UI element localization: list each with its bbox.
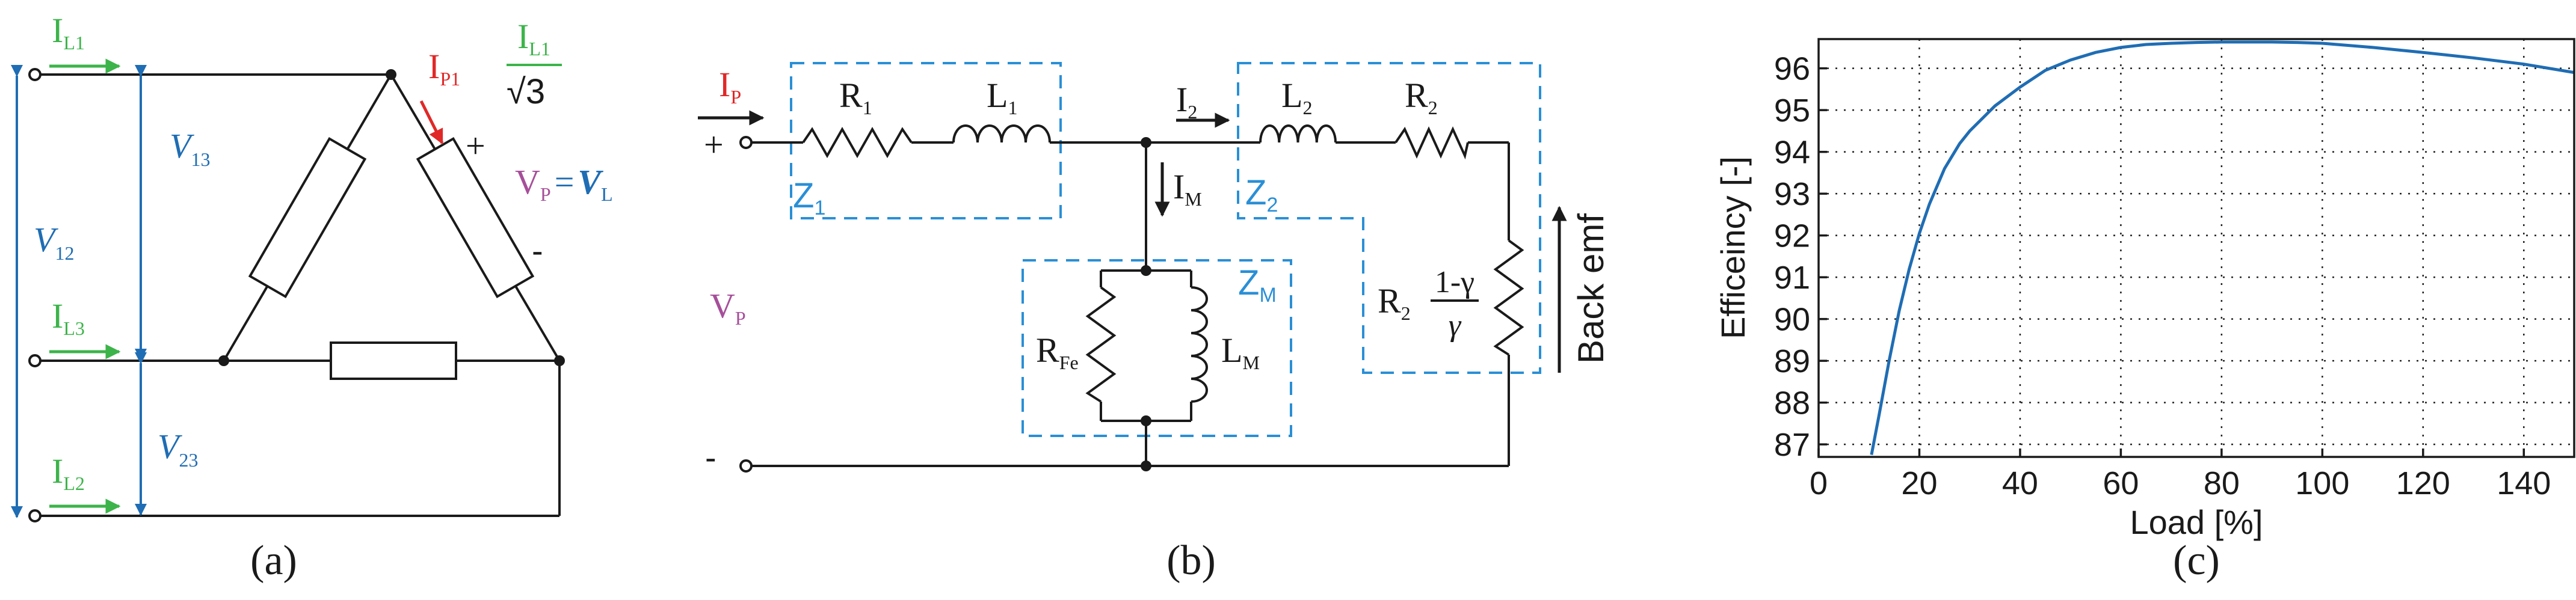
x-tick-label: 140 [2497,465,2551,501]
label-r2-load: R2 [1378,281,1411,324]
inductor-lm [1191,286,1208,403]
x-tick-label: 0 [1810,465,1828,501]
inductor-l1 [952,124,1051,143]
z2-box [1237,62,1541,374]
label-plus-b: + [704,125,724,164]
label-vp-vl: VP=VL [515,162,613,205]
inductor-l2 [1259,124,1337,143]
label-minus-b: - [705,438,716,476]
terminal-l3 [28,354,42,367]
label-il1: IL1 [52,11,85,54]
label-v12: V12 [34,220,74,264]
arrow-ip1 [419,100,444,145]
delta-resistor-left [248,136,367,299]
delta-resistor-bottom [330,341,457,380]
label-frac-den-b: γ [1449,308,1462,343]
delta-resistor-right [416,136,535,299]
y-tick-label: 88 [1774,385,1810,421]
x-tick-label: 100 [2295,465,2349,501]
node-top [386,69,396,80]
x-tick-label: 120 [2396,465,2450,501]
label-vp-b: VP [710,286,746,329]
label-minus-a: - [532,231,543,269]
label-ip: IP [719,65,741,108]
label-frac-den: √3 [507,72,545,111]
node-b-shunt-bottom [1141,415,1151,426]
label-rfe: RFe [1036,331,1079,373]
resistor-r1 [802,126,913,159]
y-axis-label: Efficeincy [-] [1714,156,1752,339]
node-b-bottom [1141,461,1151,471]
panel-b-wires [746,141,1510,467]
panel-a-delta-circuit: IL1 IL3 IL2 V13 V12 V23 IP1 IL1 √3 + - V… [11,11,613,584]
label-im: IM [1173,167,1202,210]
x-tick-label: 80 [2204,465,2240,501]
label-lm: LM [1221,331,1260,373]
label-il3: IL3 [52,296,85,339]
resistor-rfe [1085,286,1117,403]
node-b-top [1141,137,1151,148]
y-tick-label: 94 [1774,135,1810,171]
node-b-shunt-top [1141,265,1151,276]
label-zm: ZM [1238,263,1277,307]
y-tick-label: 96 [1774,51,1810,87]
caption-a: (a) [250,537,297,584]
y-tick-label: 93 [1774,176,1810,212]
x-tick-label: 40 [2002,465,2038,501]
label-v23: V23 [158,427,198,471]
label-frac-num: IL1 [517,17,550,60]
resistor-r2 [1394,126,1469,160]
y-tick-label: 87 [1774,427,1810,463]
resistor-r2-load [1493,239,1524,356]
x-tick-label: 20 [1901,465,1937,501]
series-efficiency-line [1870,40,2575,455]
terminal-b-plus [739,136,753,149]
y-tick-label: 91 [1774,260,1810,296]
y-tick-label: 95 [1774,93,1810,129]
zm-box [1021,259,1292,437]
plot-frame [1817,38,2575,458]
label-z1: Z1 [793,176,825,219]
terminal-b-minus [739,459,753,473]
grid [1819,39,2574,457]
node-left [218,355,229,366]
x-ticks: 0 20 40 60 80 100 120 140 [1810,448,2551,501]
label-r2: R2 [1405,76,1438,118]
label-z2: Z2 [1245,173,1278,216]
label-i2: I2 [1176,80,1197,123]
terminal-l1 [28,68,42,81]
label-ip1: IP1 [428,47,460,90]
label-frac-num-b: 1-γ [1435,265,1474,299]
panel-b-equivalent-circuit: IP + - VP R1 L1 L2 R2 I2 IM Z1 Z2 ZM RFe… [698,62,1611,584]
label-back-emf: Back emf [1571,213,1611,364]
x-axis-label: Load [%] [2130,503,2263,541]
label-r1: R1 [839,76,872,118]
label-plus-a: + [466,126,485,165]
terminal-l2 [28,509,42,522]
caption-c: (c) [2173,537,2220,584]
label-l2: L2 [1281,76,1312,118]
label-il2: IL2 [52,452,85,494]
y-tick-label: 89 [1774,343,1810,379]
y-ticks: 87 88 89 90 91 92 93 94 95 96 [1774,51,1827,463]
label-v13: V13 [170,126,210,170]
node-right [554,355,565,366]
caption-b: (b) [1166,537,1216,584]
label-l1: L1 [987,76,1017,118]
y-tick-label: 90 [1774,302,1810,338]
x-tick-label: 60 [2103,465,2139,501]
y-tick-label: 92 [1774,218,1810,254]
z1-box [790,62,1062,219]
